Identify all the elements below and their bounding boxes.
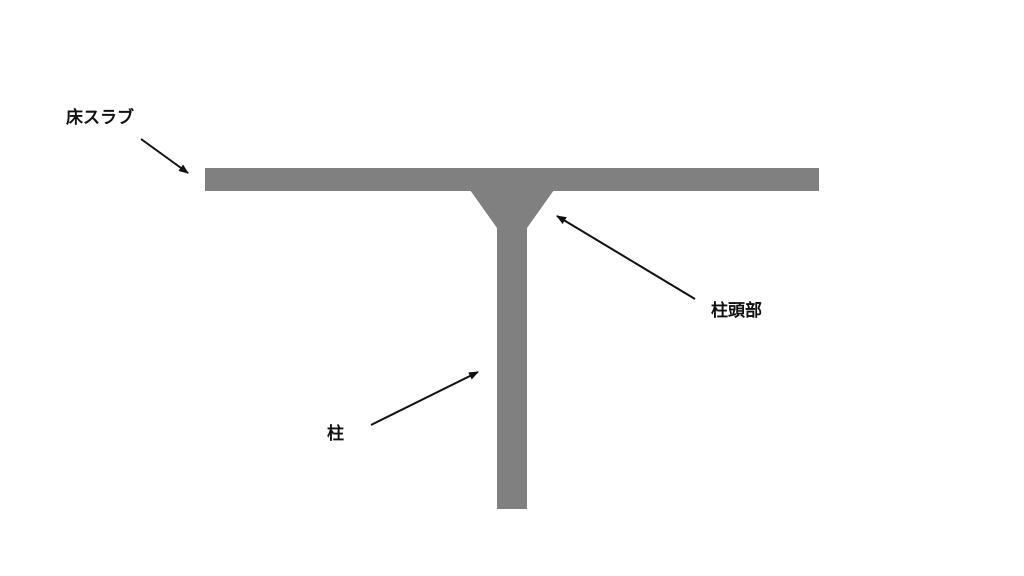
column-arrow [370, 371, 479, 426]
capital-arrow [556, 215, 696, 300]
column-shaft [497, 226, 527, 509]
column-capital [470, 190, 554, 228]
column-label: 柱 [327, 424, 344, 444]
slab-label: 床スラブ [66, 108, 134, 128]
capital-label: 柱頭部 [711, 301, 762, 321]
floor-slab [205, 168, 819, 191]
slab-arrow [140, 138, 189, 174]
